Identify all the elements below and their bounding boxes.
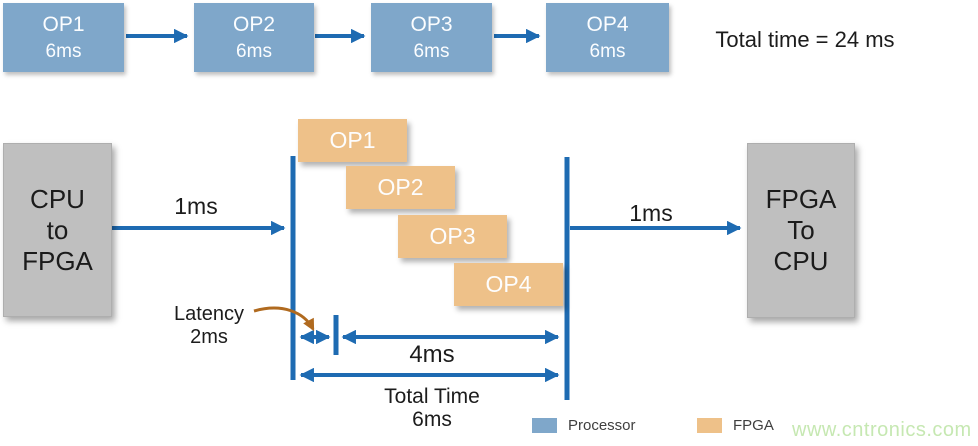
pipeline-span-label: 4ms bbox=[409, 341, 455, 368]
block-line: FPGA bbox=[22, 245, 93, 276]
op-time: 6ms bbox=[413, 41, 450, 62]
op-name: OP4 bbox=[485, 271, 532, 297]
legend-item-fpga: FPGA bbox=[697, 417, 774, 434]
op-name: OP4 bbox=[586, 13, 629, 36]
processor-color-swatch bbox=[532, 418, 557, 433]
pipelined-op-box-3: OP3 bbox=[398, 215, 507, 258]
total-time-annotation: Total Time 6ms bbox=[360, 385, 504, 431]
legend-label: FPGA bbox=[733, 417, 774, 434]
op-name: OP3 bbox=[429, 223, 476, 249]
pipelined-op-box-1: OP1 bbox=[298, 119, 407, 162]
latency-annotation: Latency 2ms bbox=[164, 303, 254, 349]
sequential-op-box-3: OP3 6ms bbox=[371, 3, 492, 72]
legend-label: Processor bbox=[568, 417, 636, 434]
legend-item-processor: Processor bbox=[532, 417, 636, 434]
pipelined-op-box-4: OP4 bbox=[454, 263, 563, 306]
block-line: FPGA bbox=[765, 184, 837, 214]
pipelined-op-box-2: OP2 bbox=[346, 166, 455, 209]
fpga-color-swatch bbox=[697, 418, 722, 433]
output-transfer-label: 1ms bbox=[629, 200, 673, 226]
fpga-to-cpu-block: FPGA To CPU bbox=[747, 143, 855, 318]
total-time-label: Total Time bbox=[384, 385, 480, 408]
sequential-total-label: Total time = 24 ms bbox=[715, 27, 895, 52]
op-time: 6ms bbox=[236, 41, 272, 62]
block-line: CPU bbox=[773, 246, 829, 276]
sequential-op-box-2: OP2 6ms bbox=[194, 3, 314, 72]
cpu-to-fpga-block: CPU to FPGA bbox=[3, 143, 112, 317]
watermark-text: www.cntronics.com bbox=[792, 419, 972, 441]
total-time-value: 6ms bbox=[412, 408, 452, 431]
latency-value: 2ms bbox=[190, 326, 228, 348]
op-name: OP1 bbox=[329, 127, 376, 153]
input-transfer-label: 1ms bbox=[174, 193, 218, 219]
block-line: To bbox=[787, 215, 815, 245]
sequential-op-box-1: OP1 6ms bbox=[3, 3, 124, 72]
block-line: to bbox=[46, 214, 69, 245]
latency-label: Latency bbox=[173, 303, 245, 325]
op-name: OP3 bbox=[410, 13, 453, 36]
op-name: OP2 bbox=[377, 174, 424, 200]
sequential-op-box-4: OP4 6ms bbox=[546, 3, 669, 72]
op-name: OP2 bbox=[232, 13, 276, 36]
latency-pointer-arrow bbox=[253, 306, 315, 332]
op-name: OP1 bbox=[42, 13, 85, 36]
op-time: 6ms bbox=[45, 41, 82, 62]
op-time: 6ms bbox=[589, 41, 626, 62]
block-line: CPU bbox=[30, 183, 85, 214]
